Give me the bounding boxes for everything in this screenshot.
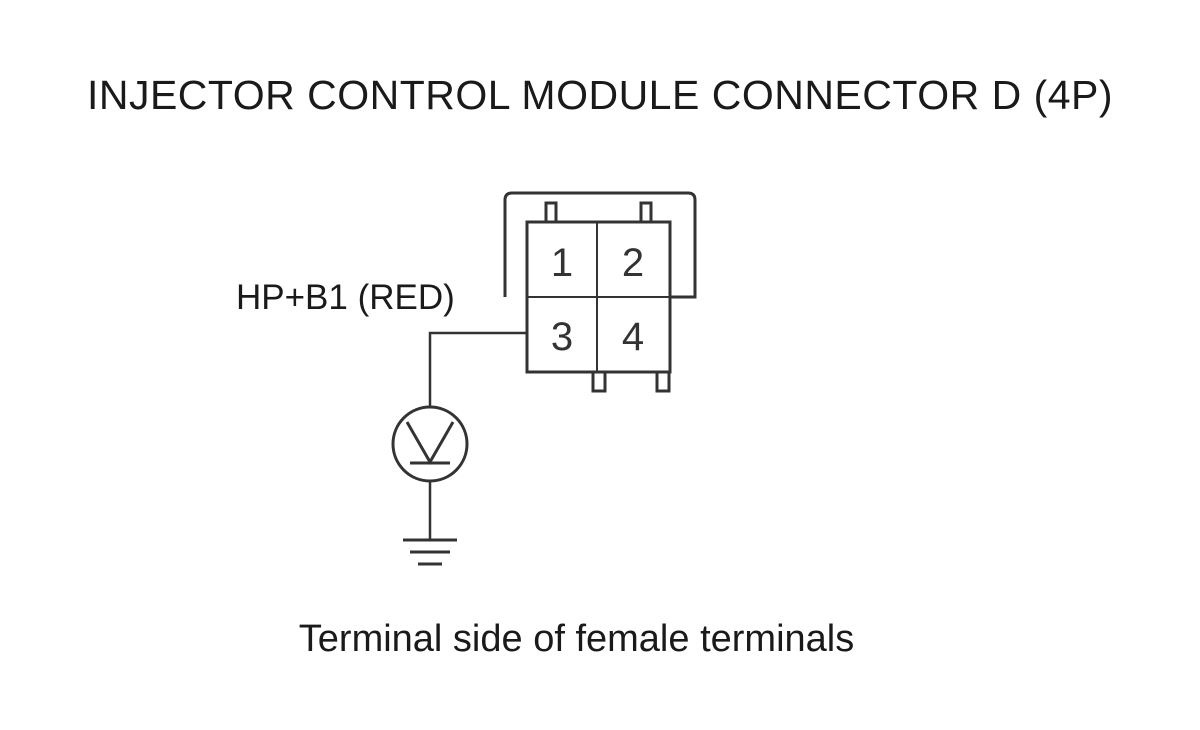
diagram-title: INJECTOR CONTROL MODULE CONNECTOR D (4P) <box>86 72 1114 118</box>
pin-number: 4 <box>622 315 644 359</box>
connector-peg <box>655 370 671 393</box>
pin-number: 2 <box>622 241 644 285</box>
diagram-caption: Terminal side of female terminals <box>298 618 855 660</box>
voltmeter-icon <box>391 405 469 483</box>
ground-icon <box>403 538 457 566</box>
pin-number: 3 <box>551 315 573 359</box>
connector-housing <box>503 191 697 299</box>
connector-peg <box>591 370 607 393</box>
wire-label: HP+B1 (RED) <box>236 278 455 317</box>
probe-wire <box>428 331 527 408</box>
pin-number: 1 <box>551 241 573 285</box>
